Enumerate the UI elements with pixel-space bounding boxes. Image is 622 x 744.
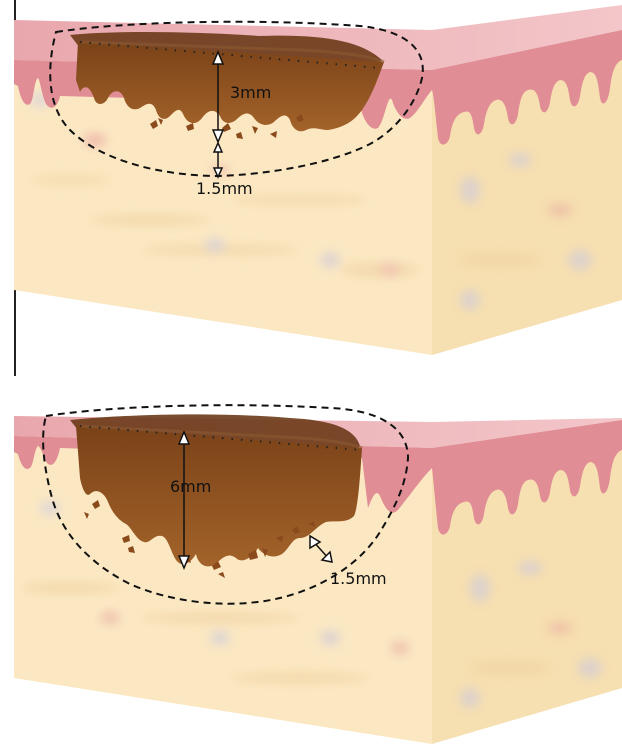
depth-label: 3mm <box>230 83 271 102</box>
margin-label: 1.5mm <box>330 569 387 588</box>
skin-block-top-svg: 3mm 1.5mm <box>0 0 622 380</box>
skin-block-top: 3mm 1.5mm <box>0 0 622 380</box>
skin-block-bottom: 6mm 1.5mm <box>0 388 622 744</box>
skin-block-bottom-svg: 6mm 1.5mm <box>0 388 622 744</box>
depth-label: 6mm <box>170 477 211 496</box>
margin-label: 1.5mm <box>196 179 253 198</box>
